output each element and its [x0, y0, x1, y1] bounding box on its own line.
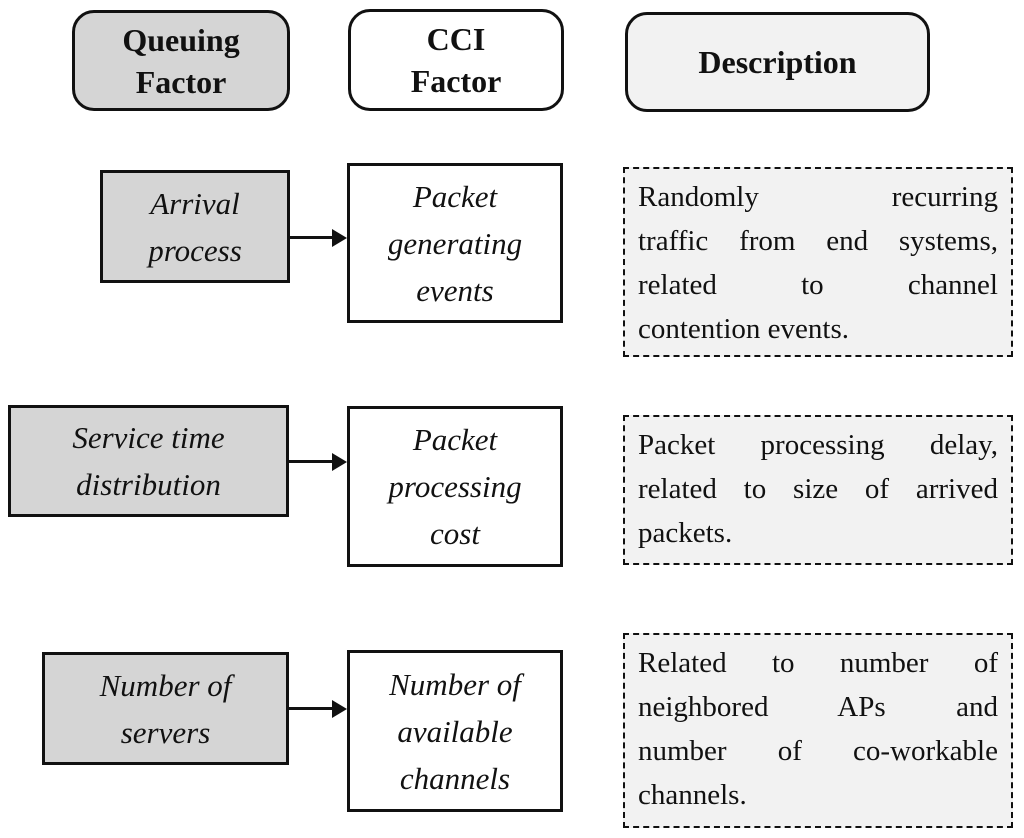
header-cci-factor-label: CCI Factor — [410, 21, 502, 99]
description-line: channels. — [638, 779, 747, 811]
description-box-row-1: Randomly recurring traffic from end syst… — [623, 167, 1013, 357]
description-box-row-3: Related to number of neighbored APs and … — [623, 633, 1013, 828]
description-line: Packet processing delay, — [638, 429, 998, 461]
header-cci-factor: CCI Factor — [348, 9, 564, 111]
header-description: Description — [625, 12, 930, 112]
cci-factor-box-packet-generating-events: Packet generating events — [347, 163, 563, 323]
description-line: neighbored APs and — [638, 691, 998, 723]
description-line: number of co-workable — [638, 735, 998, 767]
cci-factor-box-number-of-available-channels: Number of available channels — [347, 650, 563, 812]
description-line: related to size of arrived — [638, 473, 998, 505]
description-line: contention events. — [638, 313, 850, 345]
cci-factor-box-packet-processing-cost: Packet processing cost — [347, 406, 563, 567]
cci-factor-label: Packet processing cost — [388, 422, 522, 551]
header-queuing-factor: Queuing Factor — [72, 10, 290, 111]
header-queuing-factor-label: Queuing Factor — [122, 21, 240, 100]
queuing-factor-label: Number of servers — [99, 667, 232, 750]
description-box-row-2: Packet processing delay, related to size… — [623, 415, 1013, 565]
queuing-factor-label: Service time distribution — [72, 420, 225, 502]
description-line: packets. — [638, 517, 733, 549]
description-line: traffic from end systems, — [638, 225, 998, 257]
cci-factor-label: Number of available channels — [389, 666, 521, 796]
description-line: Randomly recurring — [638, 181, 998, 213]
description-line: Related to number of — [638, 647, 998, 679]
queuing-factor-label: Arrival process — [148, 185, 242, 268]
description-line: related to channel — [638, 269, 998, 301]
flow-arrow-icon — [289, 707, 333, 710]
cci-factor-label: Packet generating events — [387, 178, 523, 308]
header-description-label: Description — [698, 44, 857, 80]
queuing-factor-box-number-of-servers: Number of servers — [42, 652, 289, 765]
flow-arrow-icon — [289, 460, 333, 463]
queuing-factor-box-arrival-process: Arrival process — [100, 170, 290, 283]
flow-arrow-icon — [289, 236, 333, 239]
queuing-factor-box-service-time-distribution: Service time distribution — [8, 405, 289, 517]
